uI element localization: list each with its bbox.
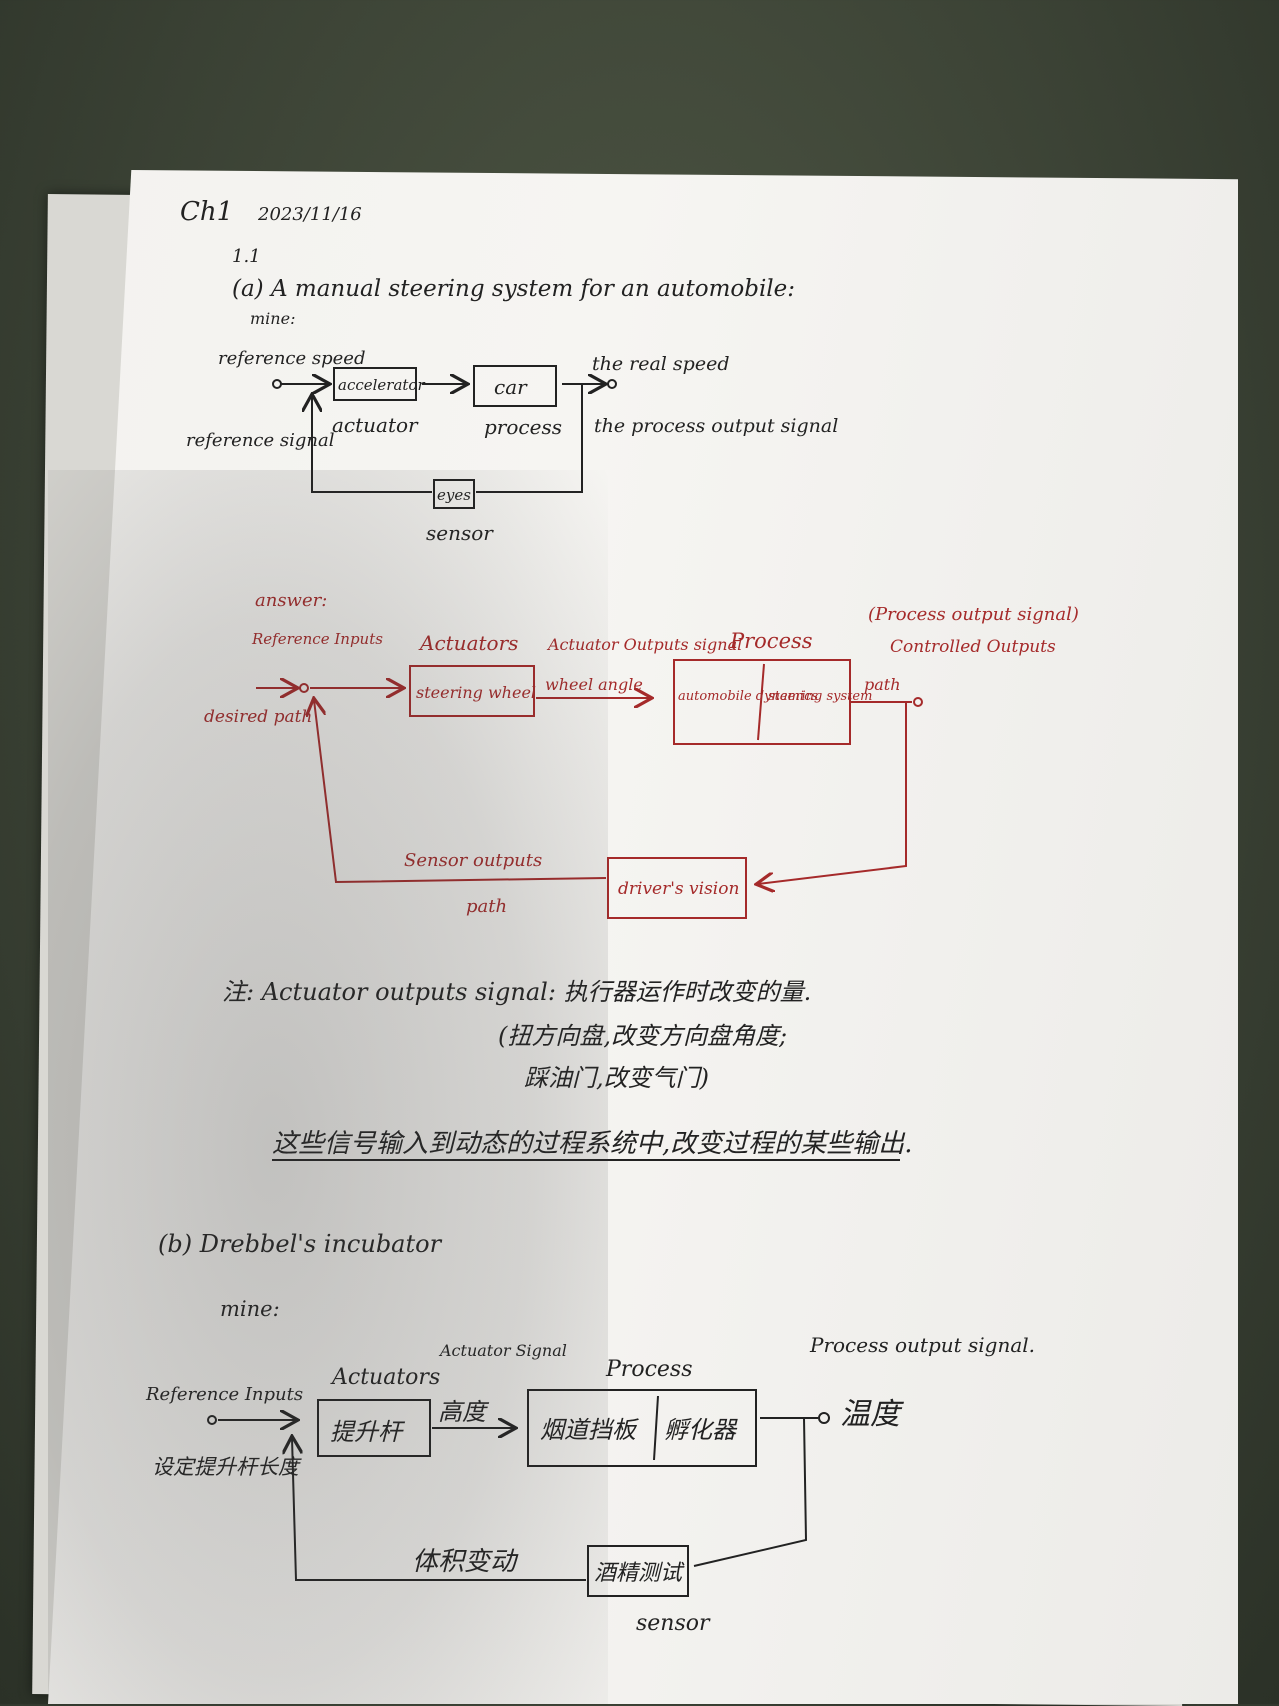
process-label-answer: Process [729, 629, 813, 653]
sensor-label-a: sensor [426, 521, 494, 545]
reference-inputs-b-label: Reference Inputs [145, 1384, 303, 1405]
reference-signal-label: reference signal [186, 430, 335, 451]
sensor-outputs-label: Sensor outputs [404, 850, 542, 871]
answer-block-diagram: answer: Reference Inputs desired path Ac… [204, 590, 1079, 919]
path-output-label: path [864, 675, 901, 694]
answer-label: answer: [255, 590, 327, 611]
actuator-signal-value: 高度 [438, 1398, 490, 1426]
eyes-box [433, 479, 475, 509]
temperature-output-label: 温度 [840, 1397, 904, 1432]
note-line-1: 注: Actuator outputs signal: 执行器运作时改变的量. [222, 978, 811, 1006]
automobile-dynamics-label: automobile dynamics [678, 689, 818, 704]
accelerator-box-label: accelerator [338, 376, 425, 394]
process-output-b-label: Process output signal. [809, 1333, 1035, 1357]
input-node [272, 379, 282, 389]
desired-path-label: desired path [204, 707, 312, 727]
mine-label-a: mine: [250, 309, 295, 328]
problem-number: 1.1 [232, 246, 261, 267]
steering-wheel-box-label: steering wheel [416, 683, 536, 702]
wheel-angle-label: wheel angle [545, 675, 643, 694]
reference-inputs-label: Reference Inputs [251, 630, 383, 648]
chapter-label: Ch1 [180, 197, 233, 227]
lift-rod-box [317, 1399, 431, 1457]
actuator-label: actuator [332, 413, 419, 437]
actuator-outputs-signal-label: Actuator Outputs signal [546, 635, 742, 654]
sensor-path-label: path [466, 896, 507, 917]
mine-block-diagram: reference speed accelerator actuator car… [186, 348, 838, 545]
car-box-label: car [494, 375, 528, 399]
sensor-label-b: sensor [636, 1611, 711, 1636]
part-b-title: (b) Drebbel's incubator [158, 1230, 443, 1258]
accelerator-box [333, 367, 417, 401]
actuators-label-a: Actuators [418, 631, 518, 655]
process-output-signal-label: (Process output signal) [868, 604, 1079, 625]
process-label-a: process [484, 415, 562, 439]
note-line-4: 这些信号输入到动态的过程系统中,改变过程的某些输出. [272, 1129, 913, 1159]
car-box [473, 365, 557, 407]
incubator-label: 孵化器 [664, 1416, 738, 1444]
note-paper [48, 170, 1238, 1704]
alcohol-sensor-label: 酒精测试 [594, 1561, 685, 1586]
reference-speed-label: reference speed [218, 348, 365, 369]
steering-system-label: steering system [768, 689, 872, 704]
steering-wheel-box [409, 665, 535, 717]
lift-rod-box-label: 提升杆 [330, 1418, 406, 1446]
actuators-label-b: Actuators [330, 1365, 440, 1390]
process-output-label-a: the process output signal [594, 415, 838, 437]
part-a-title: (a) A manual steering system for an auto… [232, 276, 795, 302]
flue-damper-label: 烟道挡板 [540, 1416, 639, 1444]
real-speed-label: the real speed [592, 353, 730, 375]
alcohol-sensor-box [587, 1545, 689, 1597]
chinese-note: 注: Actuator outputs signal: 执行器运作时改变的量. … [222, 978, 913, 1161]
note-line-3: 踩油门,改变气门) [524, 1064, 709, 1092]
note-line-2: (扭方向盘,改变方向盘角度; [498, 1022, 787, 1050]
volume-change-label: 体积变动 [412, 1547, 519, 1577]
mine-label-b: mine: [220, 1297, 280, 1321]
controlled-outputs-label: Controlled Outputs [890, 637, 1056, 657]
incubator-process-box [527, 1389, 757, 1467]
eyes-box-label: eyes [437, 486, 471, 504]
reference-value-b-label: 设定提升杆长度 [152, 1455, 302, 1479]
actuator-signal-b-label: Actuator Signal [438, 1341, 567, 1360]
incubator-block-diagram: Reference Inputs 设定提升杆长度 Actuators 提升杆 A… [145, 1333, 1035, 1636]
process-label-b: Process [605, 1357, 693, 1382]
date-label: 2023/11/16 [257, 204, 362, 225]
drivers-vision-label: driver's vision [618, 879, 739, 899]
drivers-vision-box [607, 857, 747, 919]
